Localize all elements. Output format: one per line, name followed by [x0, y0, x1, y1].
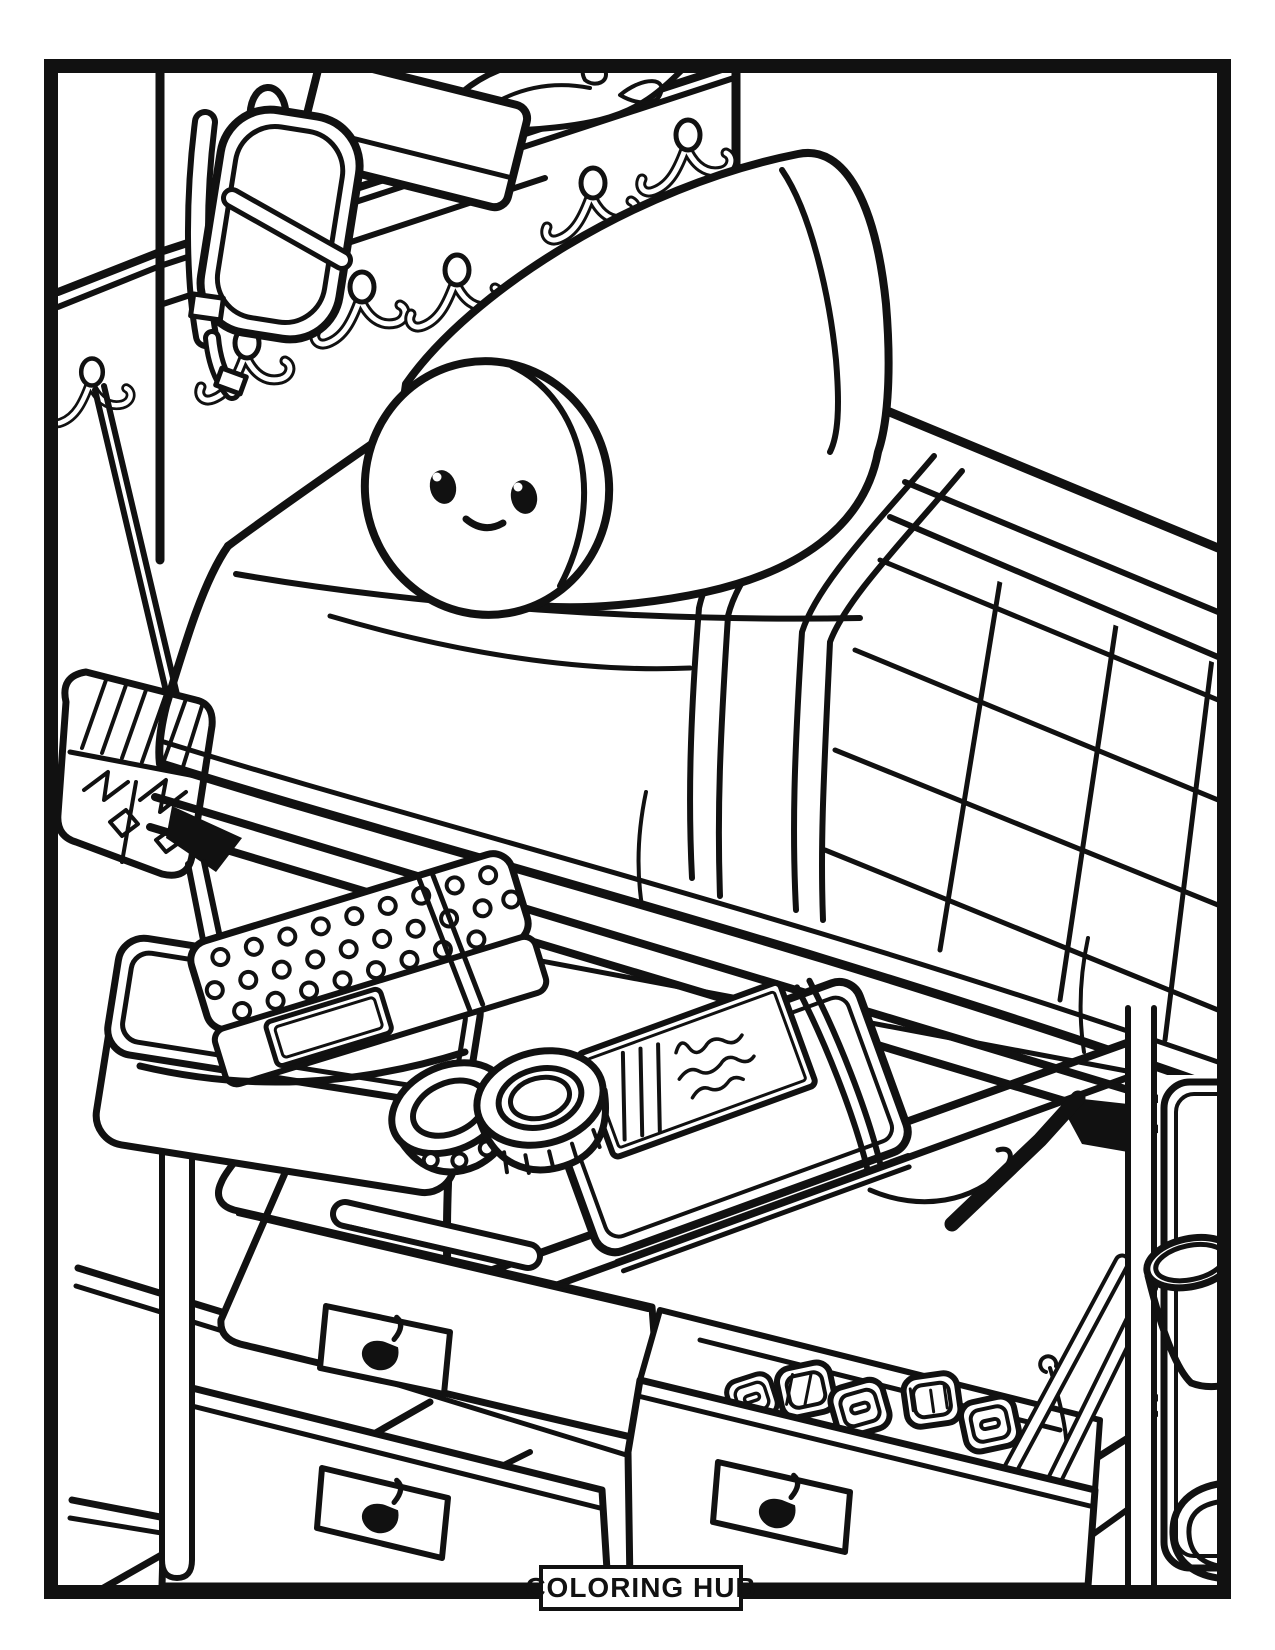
bin-label — [314, 1465, 451, 1561]
smiley-face-icon — [429, 470, 538, 532]
frame-post-left — [159, 1049, 195, 1581]
washi-tape-roll-upright — [473, 1047, 609, 1175]
washi-tape-roll — [957, 1393, 1023, 1455]
bin-label — [317, 1303, 453, 1397]
bin-label — [710, 1459, 853, 1555]
caddy-front-rim — [136, 1048, 469, 1086]
backpack — [184, 84, 364, 401]
cup — [1143, 1233, 1218, 1391]
coloring-hub-badge: COLORING HUB — [525, 1565, 756, 1611]
elastic-band — [793, 984, 871, 1173]
bed-rail — [146, 793, 1218, 1151]
scribble-text — [674, 1033, 756, 1100]
journal — [542, 977, 912, 1274]
smile — [462, 515, 507, 532]
washi-tape-roll — [773, 1359, 839, 1421]
corner-bin — [1169, 1480, 1218, 1582]
washi-tape-roll — [900, 1370, 964, 1430]
polka-dot-pouch — [187, 850, 550, 1088]
pillow-face — [429, 470, 538, 532]
footer-label: COLORING HUB — [525, 1572, 756, 1603]
desk-pen — [944, 1090, 1086, 1232]
wall-hook-icon — [49, 359, 130, 424]
plaid-blanket — [822, 532, 1218, 1043]
pouch-window — [263, 986, 394, 1068]
storage-bin-top — [215, 1052, 666, 1448]
bolster-pillow — [360, 148, 893, 619]
washi-tape-bin — [624, 1253, 1161, 1586]
side-cabinet — [1143, 1075, 1218, 1582]
